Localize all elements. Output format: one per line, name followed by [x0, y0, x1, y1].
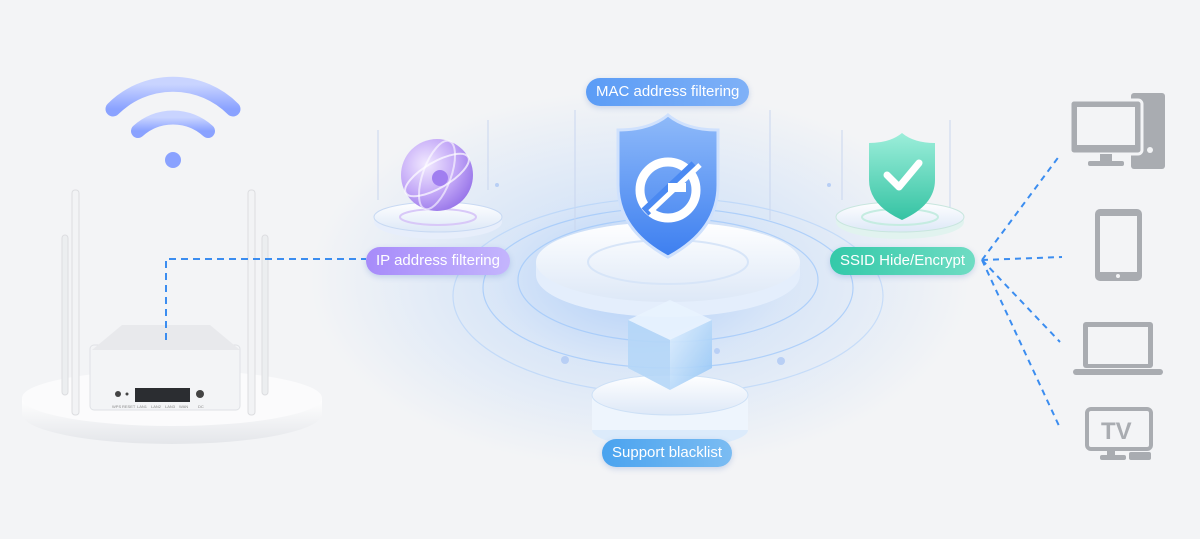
- laptop-icon: [1073, 322, 1163, 375]
- port-label: WAN: [179, 404, 188, 409]
- central-platform: [536, 222, 800, 317]
- port-label: RESET: [122, 404, 136, 409]
- router-icon: [22, 189, 322, 444]
- tablet-icon: [1095, 209, 1142, 281]
- shield-icon: [616, 113, 720, 259]
- port-label: DC: [198, 404, 204, 409]
- port-label: WPS: [112, 404, 121, 409]
- wifi-icon: [105, 76, 241, 168]
- blacklist-platform: [591, 374, 749, 448]
- globe-icon: [401, 139, 473, 211]
- tv-icon: TV: [1085, 407, 1153, 460]
- router-connection-line: [165, 258, 366, 340]
- device-connection-lines: [981, 154, 1063, 429]
- check-shield-icon: [869, 133, 935, 220]
- router-port-labels: WPS RESET LAN1 LAN2 LAN3 WAN DC: [112, 404, 204, 409]
- cube-icon: [628, 300, 712, 390]
- desktop-computer-icon: [1068, 93, 1165, 169]
- port-label: LAN2: [151, 404, 162, 409]
- port-label: LAN3: [165, 404, 176, 409]
- ssid-hide-encrypt-label: SSID Hide/Encrypt: [830, 247, 976, 275]
- mac-address-filtering-label: MAC address filtering: [586, 78, 750, 106]
- decor-lines: [377, 110, 951, 230]
- port-label: LAN1: [137, 404, 148, 409]
- support-blacklist-label: Support blacklist: [602, 439, 733, 467]
- tv-label: TV: [1101, 418, 1132, 445]
- ip-address-filtering-label: IP address filtering: [366, 247, 510, 275]
